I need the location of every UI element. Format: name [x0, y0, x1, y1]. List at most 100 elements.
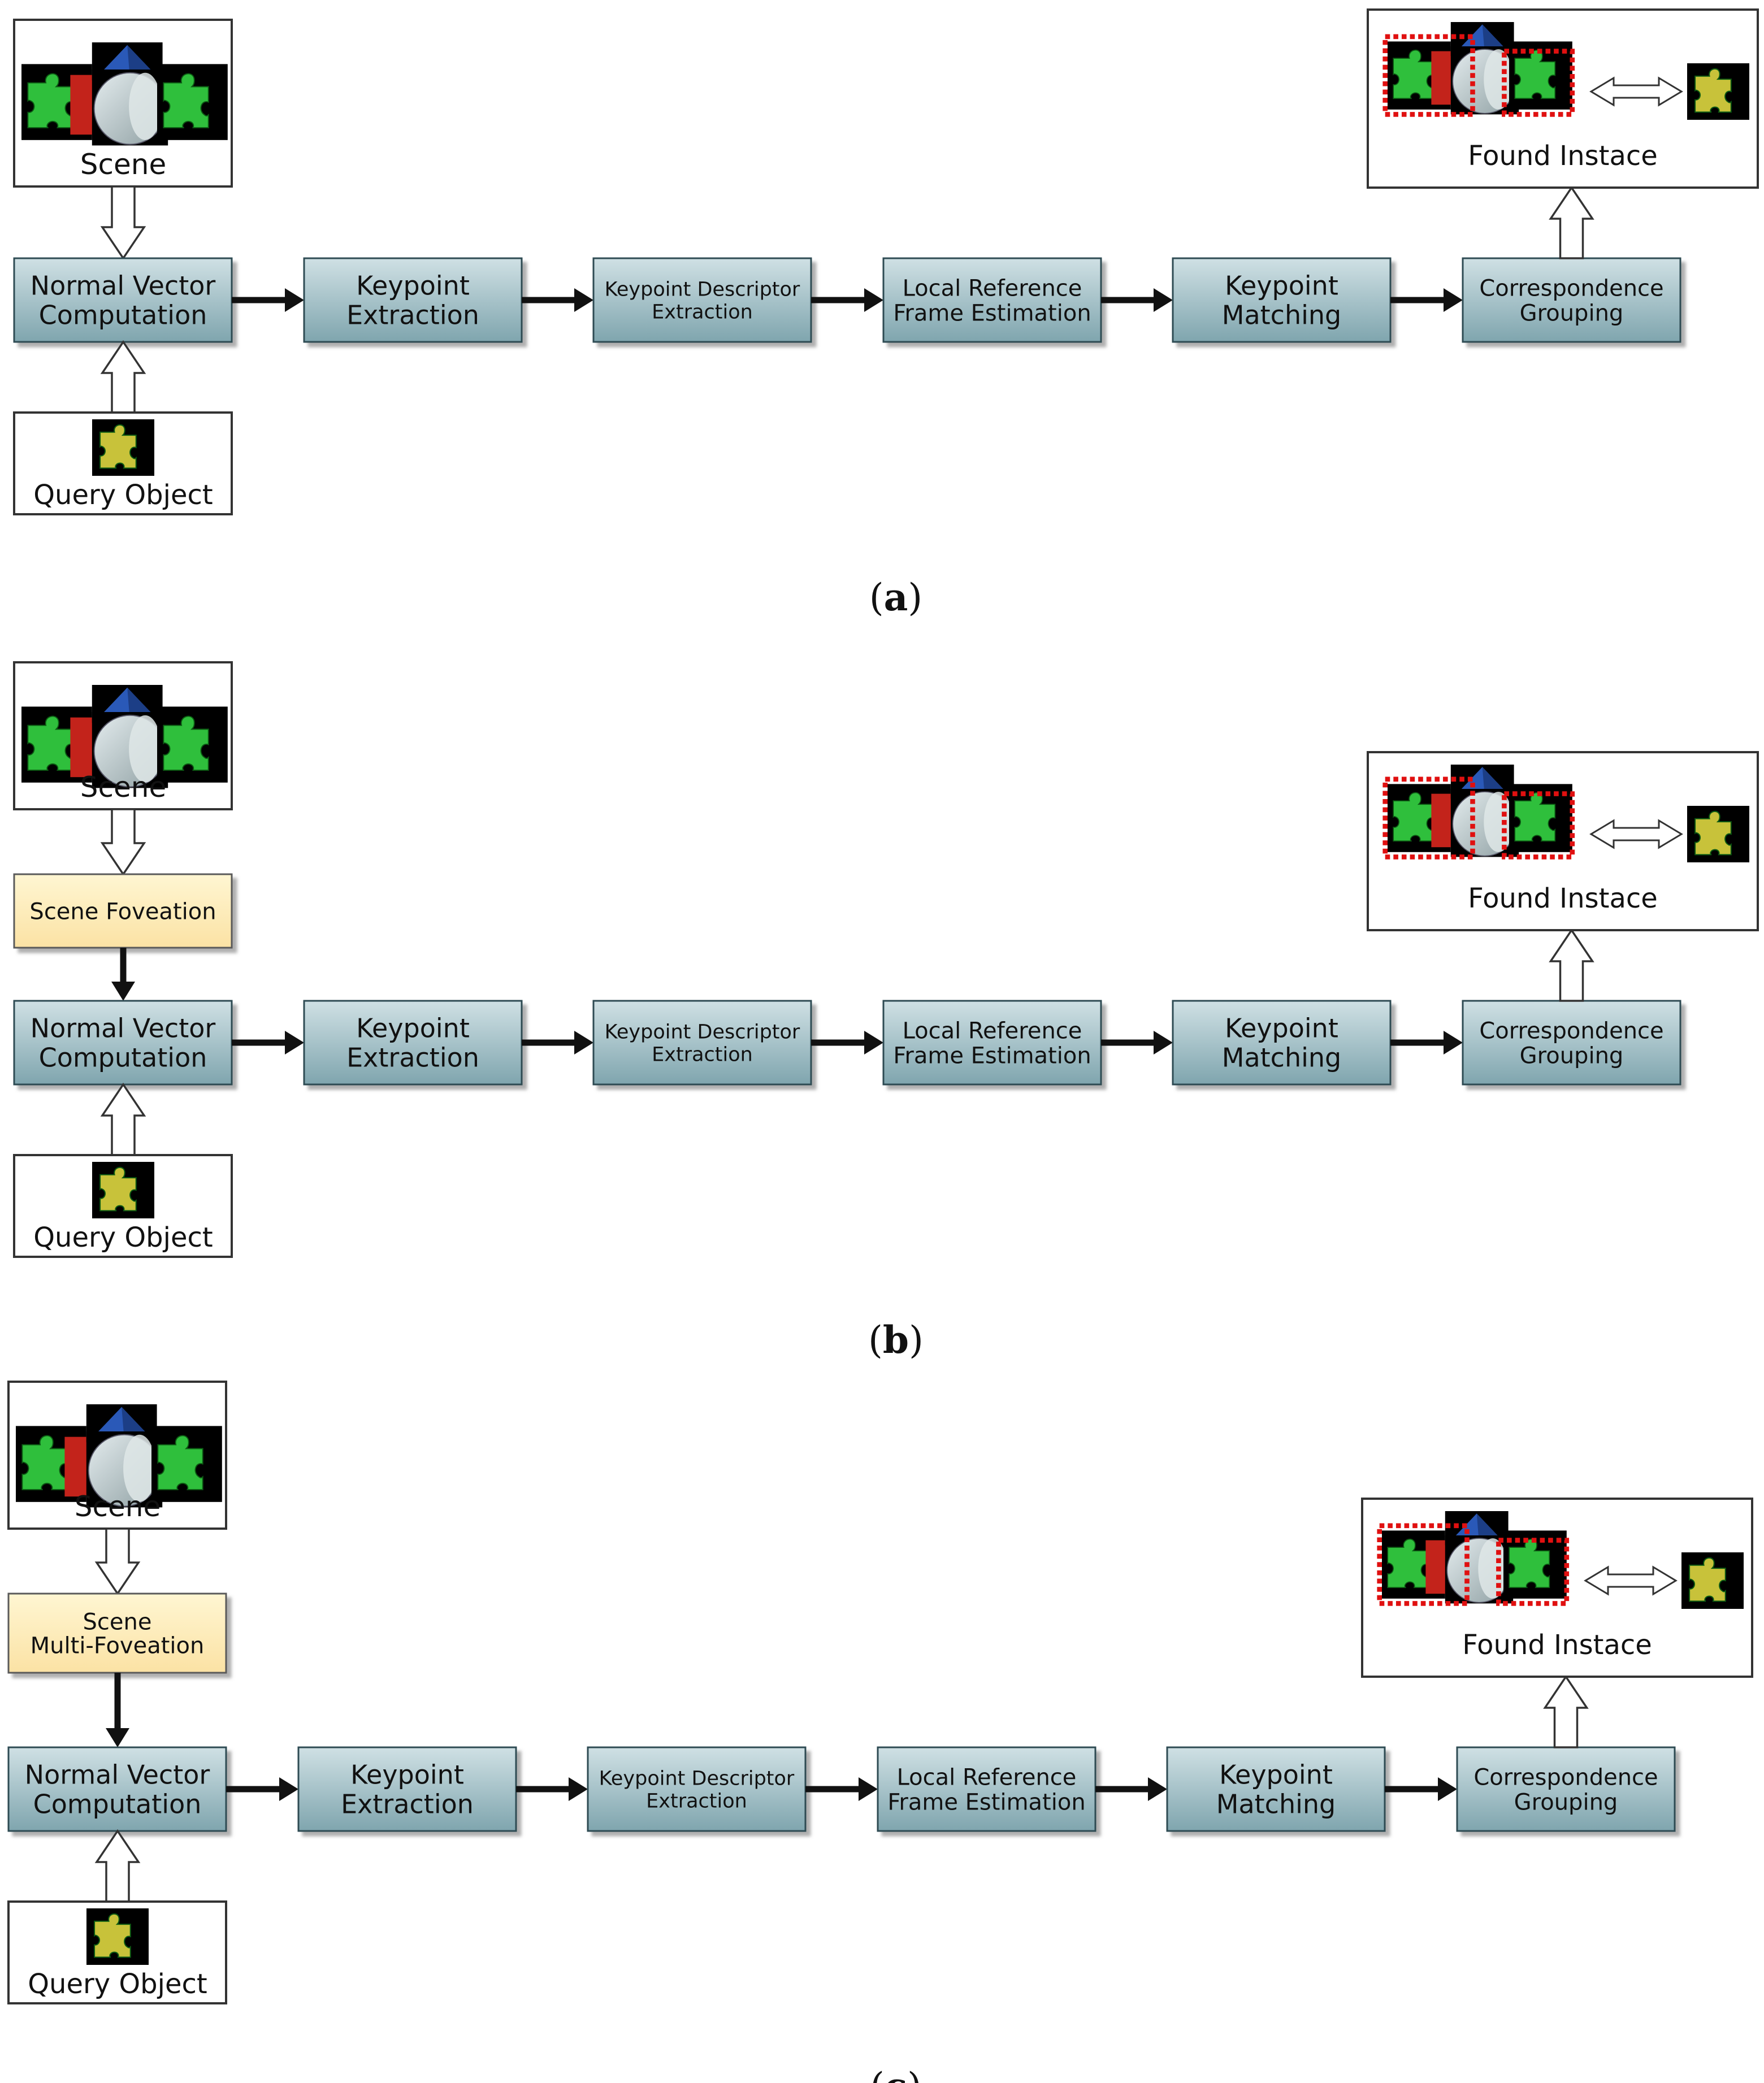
- stage-keypoint-extraction-label-line-1: Keypoint: [350, 1760, 464, 1790]
- query-puzzle: [86, 1908, 149, 1965]
- stage-local-reference-frame-label-line-2: Frame Estimation: [893, 300, 1091, 326]
- stage-local-reference-frame-label-line-2: Frame Estimation: [887, 1789, 1085, 1815]
- arrow-lrf-to-matching: [1095, 1777, 1167, 1801]
- stage-keypoint-descriptor-box: [587, 1746, 807, 1832]
- query-label: Query Object: [33, 1222, 213, 1253]
- arrow-lrf-to-matching-head: [1154, 1031, 1173, 1054]
- scene-image: [21, 42, 228, 146]
- foveation-stage-label-line-1: Scene Foveation: [29, 899, 216, 925]
- arrow-normal-to-keypoint_extraction: [232, 288, 304, 312]
- arrow-descriptor-to-lrf: [811, 288, 883, 312]
- arrow-matching-to-grouping: [1385, 1777, 1457, 1801]
- arrow-matching-to-grouping-head: [1444, 288, 1463, 312]
- match-box-left: [1382, 776, 1475, 860]
- arrow-descriptor-to-lrf: [811, 1031, 883, 1054]
- hollow-arrow-scene-to-foveation: [94, 1527, 141, 1596]
- hollow-arrow-grouping-to-found: [1549, 185, 1594, 259]
- match-box-left: [1382, 34, 1475, 117]
- stage-local-reference-frame-box: [882, 257, 1102, 343]
- arrow-keypoint_extraction-to-descriptor-head: [574, 1031, 593, 1054]
- cyl-face: [1478, 1538, 1507, 1599]
- cyl-face: [1484, 792, 1513, 852]
- stage-keypoint-descriptor-label-line-2: Extraction: [652, 1044, 753, 1066]
- stage-keypoint-descriptor-label-line-1: Keypoint Descriptor: [599, 1768, 795, 1790]
- caption-letter: c: [885, 2064, 907, 2083]
- scene-label: Scene: [75, 1490, 161, 1523]
- cyl-face: [129, 715, 162, 783]
- right-puzzle: [151, 1426, 222, 1502]
- stage-normal-vector-label-line-2: Computation: [39, 1043, 207, 1073]
- scene-label: Scene: [80, 148, 166, 181]
- found-query-puzzle: [1687, 63, 1749, 120]
- caption-letter: a: [884, 575, 908, 619]
- arrow-keypoint_extraction-to-descriptor: [522, 1031, 593, 1054]
- arrow-matching-to-grouping: [1390, 288, 1463, 312]
- stage-keypoint-matching-label-line-2: Matching: [1216, 1789, 1336, 1820]
- arrow-normal-to-keypoint_extraction-head: [279, 1777, 298, 1801]
- cyl-face: [123, 1434, 156, 1502]
- stage-keypoint-extraction-label-line-2: Extraction: [346, 300, 479, 331]
- stage-keypoint-extraction-label-line-1: Keypoint: [356, 271, 470, 301]
- caption-open: (: [868, 1318, 883, 1362]
- match-box-left: [1377, 1523, 1470, 1606]
- arrow-descriptor-to-lrf-head: [859, 1777, 878, 1801]
- stage-correspondence-grouping-label-line-1: Correspondence: [1479, 275, 1663, 301]
- panel-caption: (c): [870, 2064, 922, 2083]
- stage-correspondence-grouping-label-line-2: Grouping: [1520, 300, 1624, 326]
- hollow-arrow-query-to-normal: [94, 1829, 141, 1903]
- foveation-stage-label-line-2: Multi-Foveation: [31, 1633, 205, 1659]
- stage-keypoint-descriptor-box: [592, 257, 812, 343]
- caption-close: ): [908, 576, 922, 619]
- arrow-lrf-to-matching-head: [1148, 1777, 1167, 1801]
- stage-keypoint-extraction-box: [303, 1000, 523, 1086]
- stage-local-reference-frame-box: [877, 1746, 1096, 1832]
- foveation-stage-label-line-1: Scene: [83, 1609, 152, 1635]
- hollow-arrow-scene-to-foveation: [100, 808, 146, 876]
- arrow-matching-to-grouping-head: [1444, 1031, 1463, 1054]
- found-scene-image: [1382, 22, 1575, 117]
- query-label: Query Object: [33, 479, 213, 511]
- arrow-normal-to-keypoint_extraction-head: [285, 288, 304, 312]
- stage-normal-vector-label-line-2: Computation: [33, 1789, 202, 1820]
- stage-keypoint-extraction-label-line-2: Extraction: [341, 1789, 474, 1820]
- arrow-keypoint_extraction-to-descriptor-head: [574, 288, 593, 312]
- scene-image: [16, 1404, 222, 1508]
- arrow-foveation-to-normal-head: [106, 1728, 129, 1747]
- found-label: Found Instace: [1462, 1629, 1652, 1661]
- right-puzzle: [157, 706, 228, 783]
- arrow-lrf-to-matching-head: [1154, 288, 1173, 312]
- arrow-keypoint_extraction-to-descriptor: [516, 1777, 588, 1801]
- arrow-lrf-to-matching: [1101, 288, 1173, 312]
- gray-cylinder-icon: [1450, 46, 1519, 115]
- stage-keypoint-matching-label-line-2: Matching: [1222, 1043, 1342, 1073]
- gray-cylinder-icon: [92, 712, 168, 788]
- hollow-arrow-grouping-to-found: [1549, 928, 1594, 1002]
- caption-open: (: [869, 576, 884, 619]
- stage-correspondence-grouping-box: [1456, 1746, 1676, 1832]
- stage-correspondence-grouping-label-line-1: Correspondence: [1479, 1018, 1663, 1044]
- arrow-normal-to-keypoint_extraction-head: [285, 1031, 304, 1054]
- found-scene-image: [1377, 1511, 1570, 1606]
- hollow-arrow-query-to-normal: [100, 340, 146, 414]
- stage-keypoint-matching-label-line-1: Keypoint: [1225, 1013, 1338, 1044]
- found-label: Found Instace: [1468, 883, 1658, 914]
- cyl-face: [1484, 49, 1513, 110]
- stage-keypoint-extraction-box: [297, 1746, 517, 1832]
- arrow-matching-to-grouping: [1390, 1031, 1463, 1054]
